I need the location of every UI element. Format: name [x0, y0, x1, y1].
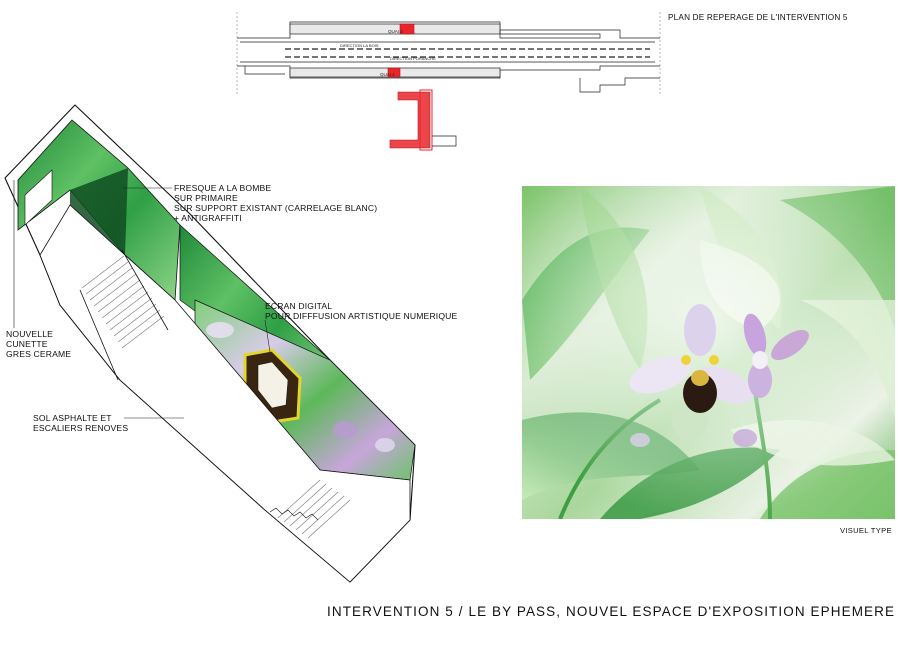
annotation-fresque: FRESQUE A LA BOMBE SUR PRIMAIRE SUR SUPP… — [174, 183, 378, 223]
plan-title: PLAN DE REPERAGE DE L'INTERVENTION 5 — [668, 13, 848, 22]
visual-caption: VISUEL TYPE — [840, 526, 892, 535]
plan-direction-lower: DIRECTION PORANCHE — [390, 56, 436, 61]
plan-quai-1: QUAI 1 — [380, 72, 395, 77]
location-plan: QUAI 2 QUAI 1 DIRECTION LA BOIS DIRECTIO… — [236, 12, 661, 151]
main-title: INTERVENTION 5 / LE BY PASS, NOUVEL ESPA… — [327, 604, 896, 619]
annotation-sol: SOL ASPHALTE ET ESCALIERS RENOVES — [33, 413, 129, 433]
annotation-cunette: NOUVELLE CUNETTE GRES CERAME — [6, 329, 72, 359]
plan-direction-upper: DIRECTION LA BOIS — [340, 43, 379, 48]
plan-quai-2: QUAI 2 — [388, 29, 403, 34]
annotation-ecran: ECRAN DIGITAL POUR DIFFFUSION ARTISTIQUE… — [265, 301, 458, 321]
